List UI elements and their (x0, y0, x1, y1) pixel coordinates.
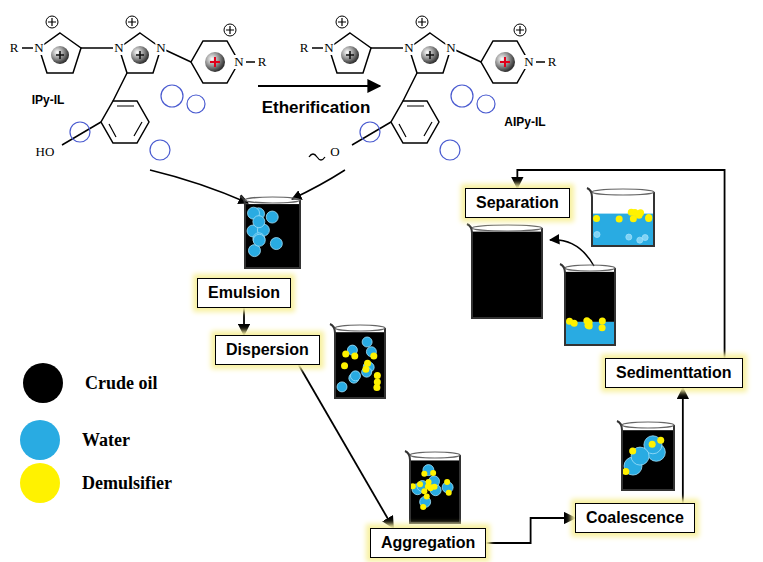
atom-symbol: R (299, 41, 310, 55)
ipy-il-structure (22, 16, 255, 160)
step-box: Separation (465, 188, 570, 218)
beaker (330, 324, 385, 398)
legend-text: Demulsifier (82, 473, 172, 494)
beaker (587, 188, 654, 246)
legend-entry: Crude oil (23, 363, 158, 403)
legend-entry: Demulsifier (20, 463, 172, 503)
flow-arrow (299, 365, 393, 528)
compound-name: IPy-IL (32, 93, 65, 107)
legend-swatch (20, 463, 60, 503)
atom-symbol: HO (35, 145, 56, 159)
step-box: Coalescence (575, 503, 695, 533)
legend-swatch (23, 363, 63, 403)
step-box: Dispersion (215, 335, 320, 365)
atom-symbol: N (155, 41, 166, 55)
flow-arrow (682, 388, 684, 503)
step-label: Dispersion (226, 341, 309, 359)
beaker (405, 451, 460, 523)
atom-symbol: R (257, 55, 268, 69)
atom-symbol: R (547, 55, 558, 69)
beaker (240, 196, 300, 268)
legend-swatch (20, 420, 60, 460)
atom-symbol: N (33, 41, 44, 55)
reaction-label: Etherification (262, 98, 371, 118)
beaker (467, 224, 542, 318)
ether-bond (309, 154, 325, 160)
step-box: Sedimenttation (605, 358, 743, 388)
atom-symbol: N (323, 41, 334, 55)
step-label: Emulsion (208, 284, 280, 302)
flow-arrow (486, 518, 575, 543)
step-label: Separation (476, 194, 559, 212)
atom-symbol: N (403, 41, 414, 55)
atom-symbol: N (523, 55, 534, 69)
step-label: Coalescence (586, 509, 684, 527)
flow-arrow (243, 308, 245, 335)
transfer-arrow (550, 240, 594, 266)
atom-symbol: N (233, 55, 244, 69)
step-box: Emulsion (197, 278, 291, 308)
aipy-il-structure (312, 16, 545, 160)
atom-symbol: R (9, 41, 20, 55)
feed-arrow (150, 170, 248, 203)
reaction-arrow (258, 85, 380, 87)
atom-symbol: N (445, 41, 456, 55)
compound-name: AIPy-IL (504, 115, 545, 129)
feed-arrow (292, 170, 345, 199)
atom-symbol: O (329, 145, 340, 159)
legend-entry: Water (20, 420, 130, 460)
beaker (617, 421, 674, 490)
beaker (560, 264, 615, 345)
step-box: Aggregation (370, 528, 486, 558)
step-label: Sedimenttation (616, 364, 732, 382)
legend-text: Water (82, 430, 130, 451)
step-label: Aggregation (381, 534, 475, 552)
atom-symbol: N (113, 41, 124, 55)
legend-text: Crude oil (85, 373, 158, 394)
